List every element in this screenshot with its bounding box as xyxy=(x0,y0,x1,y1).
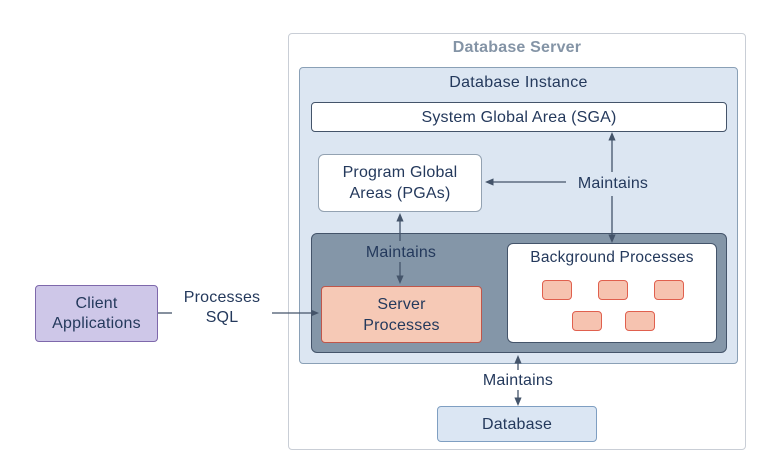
maintains-label-database: Maintains xyxy=(482,372,554,389)
background-process-chip xyxy=(572,311,602,331)
pga-label: Program Global Areas (PGAs) xyxy=(342,164,458,202)
background-processes-title: Background Processes xyxy=(530,249,694,266)
server-processes-label: Server Processes xyxy=(363,295,440,334)
pga-box: Program Global Areas (PGAs) xyxy=(318,154,482,212)
sga-box: System Global Area (SGA) xyxy=(311,102,727,132)
maintains-label-server: Maintains xyxy=(365,244,437,261)
client-applications-label: Client Applications xyxy=(52,294,141,332)
client-applications-box: Client Applications xyxy=(35,285,158,342)
database-label: Database xyxy=(481,415,553,433)
background-process-chip xyxy=(542,280,572,300)
processes-sql-label: Processes SQL xyxy=(183,289,261,326)
background-process-chip xyxy=(598,280,628,300)
background-processes-box xyxy=(507,243,717,343)
background-process-chip xyxy=(654,280,684,300)
maintains-label-sga-pga: Maintains xyxy=(577,175,649,192)
database-server-title: Database Server xyxy=(452,39,582,56)
database-instance-title: Database Instance xyxy=(449,74,588,91)
server-processes-box: Server Processes xyxy=(321,286,482,343)
database-box: Database xyxy=(437,406,597,442)
background-process-chip xyxy=(625,311,655,331)
sga-label: System Global Area (SGA) xyxy=(421,108,617,126)
